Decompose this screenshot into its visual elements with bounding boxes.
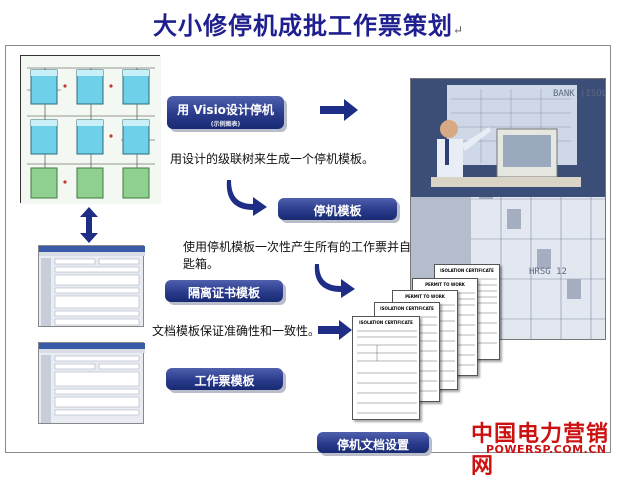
outage-docs-label: 停机文档设置 (336, 438, 409, 452)
tank-row-3 (30, 167, 150, 199)
content-frame (5, 45, 611, 453)
visio-design-label: 用 Visio设计停机 (177, 103, 274, 117)
work-ticket-template-screenshot (38, 342, 145, 424)
document-stack: ISOLATION CERTIFICATE PERMIT TO WORK PER… (348, 264, 518, 428)
page-title: 大小修停机成批工作票策划↵ (0, 6, 617, 41)
watermark-url: POWERSP.COM.CN (486, 443, 607, 456)
work-ticket-template-button: 工作票模板 (166, 368, 283, 390)
document-heading: ISOLATION CERTIFICATE (380, 306, 434, 311)
outage-template-button: 停机模板 (278, 198, 397, 220)
right-arrow-icon (320, 99, 358, 121)
form-window-1 (39, 246, 145, 326)
document-heading: ISOLATION CERTIFICATE (440, 268, 494, 273)
curved-arrow-icon (226, 180, 267, 216)
document-heading: PERMIT TO WORK (425, 282, 465, 287)
photo-background-label: HRSG 12 (529, 267, 567, 277)
template-description: 使用停机模板一次性产生所有的工作票并自动分配钥匙箱。 (183, 240, 460, 271)
outage-template-label: 停机模板 (313, 204, 362, 218)
document-heading: ISOLATION CERTIFICATE (359, 320, 413, 325)
docs-description: 文档模板保证准确性和一致性。 (152, 324, 321, 338)
document-heading: PERMIT TO WORK (405, 294, 445, 299)
double-arrow-icon (80, 207, 98, 243)
right-arrow-icon (318, 320, 352, 340)
form-window-2 (39, 343, 145, 423)
tank-row-1 (30, 69, 150, 105)
outage-docs-button: 停机文档设置 (317, 432, 429, 453)
slide: 大小修停机成批工作票策划↵ (0, 6, 617, 479)
curved-arrow-icon (314, 264, 355, 298)
tank-diagram (21, 56, 161, 204)
document-sheet: ISOLATION CERTIFICATE (352, 316, 420, 420)
isolation-template-screenshot (38, 245, 145, 327)
paragraph-mark: ↵ (452, 23, 465, 37)
title-text: 大小修停机成批工作票策划 (152, 11, 453, 40)
tank-row-2 (30, 119, 150, 155)
visio-design-button: 用 Visio设计停机 (示例图表) (167, 96, 284, 129)
visio-description: 用设计的级联树来生成一个停机模板。 (170, 152, 375, 166)
visio-diagram-thumbnail (20, 55, 161, 204)
isolation-template-label: 隔离证书模板 (187, 286, 260, 300)
isolation-template-button: 隔离证书模板 (165, 280, 283, 302)
visio-design-sublabel: (示例图表) (210, 121, 241, 128)
work-ticket-template-label: 工作票模板 (194, 374, 255, 388)
photo-background-text: BANK (ISOLA (553, 89, 605, 99)
